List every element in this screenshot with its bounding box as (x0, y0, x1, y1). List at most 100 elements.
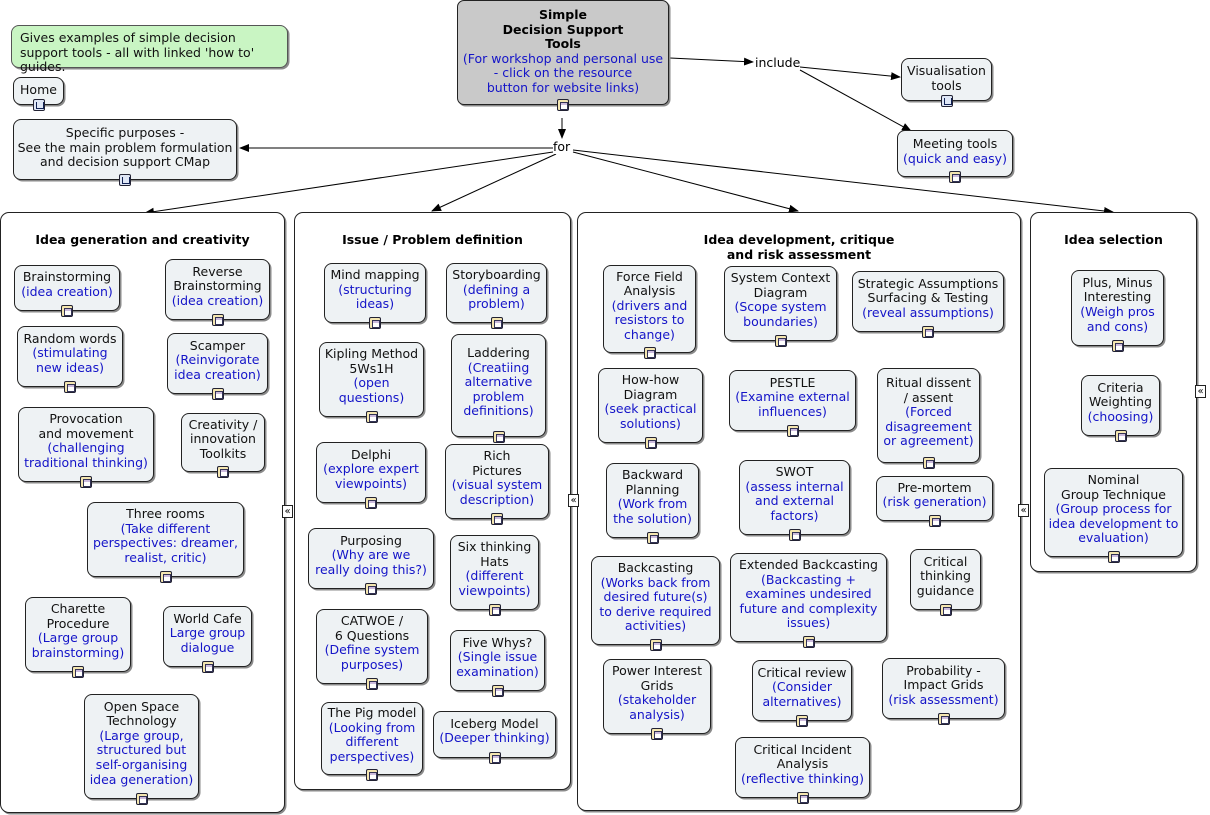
resource-icon[interactable] (488, 752, 501, 764)
resource-icon[interactable] (786, 425, 799, 437)
collapse-toggle-icon[interactable]: « (282, 505, 293, 518)
resource-icon[interactable] (211, 314, 224, 326)
resource-icon[interactable] (796, 792, 809, 804)
resource-icon[interactable] (557, 99, 569, 111)
concept-map-link-icon[interactable] (119, 174, 131, 186)
resource-icon[interactable] (802, 636, 815, 648)
resource-icon[interactable] (211, 388, 224, 400)
tool-description-line: (Scope system (734, 299, 827, 315)
resource-icon[interactable] (1107, 551, 1120, 563)
resource-icon[interactable] (365, 583, 377, 595)
resource-icon[interactable] (949, 171, 961, 183)
resource-icon[interactable] (643, 347, 656, 359)
resource-icon[interactable] (61, 305, 73, 317)
resource-icon[interactable] (217, 466, 229, 478)
tool-node-iceberg[interactable]: Iceberg Model(Deeper thinking) (433, 711, 556, 764)
resource-icon[interactable] (1111, 340, 1124, 352)
resource-icon[interactable] (922, 326, 934, 338)
resource-icon[interactable] (366, 769, 378, 781)
resource-icon[interactable] (365, 497, 377, 509)
resource-icon[interactable] (796, 715, 808, 727)
tool-node-brainstorming[interactable]: Brainstorming(idea creation) (14, 265, 120, 317)
resource-icon[interactable] (369, 317, 381, 329)
resource-icon[interactable] (939, 604, 952, 616)
tool-node-extback[interactable]: Extended Backcasting(Backcasting +examin… (730, 553, 887, 648)
resource-icon[interactable] (201, 661, 214, 673)
resource-icon[interactable] (159, 571, 172, 583)
resource-icon[interactable] (64, 381, 76, 393)
tool-description-line: (assess internal (745, 478, 844, 494)
resource-icon[interactable] (937, 713, 950, 725)
resource-icon[interactable] (366, 678, 378, 690)
resource-icon[interactable] (365, 411, 378, 423)
resource-icon[interactable] (492, 431, 505, 443)
tool-description-line: perspectives: dreamer, (92, 535, 239, 551)
resource-icon[interactable] (80, 476, 92, 488)
collapse-toggle-icon[interactable]: « (568, 494, 579, 507)
resource-icon[interactable] (646, 532, 659, 544)
tool-description-line: (idea creation) (21, 283, 113, 299)
resource-icon[interactable] (490, 317, 503, 329)
home-node[interactable]: Home (13, 77, 64, 111)
meeting-tools-node[interactable]: Meeting tools (quick and easy) (897, 130, 1013, 183)
resource-icon[interactable] (928, 515, 941, 527)
resource-icon[interactable] (922, 457, 935, 469)
resource-icon[interactable] (649, 639, 662, 651)
visualisation-tools-node[interactable]: Visualisation tools (901, 58, 992, 107)
tool-node-probability[interactable]: Probability -Impact Grids(risk assessmen… (882, 658, 1005, 725)
collapse-toggle-icon[interactable]: « (1018, 504, 1029, 517)
resource-icon[interactable] (651, 728, 663, 740)
resource-icon[interactable] (488, 604, 501, 616)
concept-map-link-icon[interactable] (940, 95, 953, 107)
tool-node-premortem[interactable]: Pre-mortem(risk generation) (876, 476, 993, 527)
resource-icon[interactable] (774, 335, 787, 347)
resource-icon[interactable] (491, 685, 504, 697)
resource-icon[interactable] (788, 529, 801, 541)
concept-map-link-icon[interactable] (32, 99, 45, 111)
resource-icon[interactable] (491, 513, 503, 525)
root-node[interactable]: Simple Decision Support Tools (For works… (457, 0, 669, 111)
specific-purposes-node[interactable]: Specific purposes - See the main problem… (13, 119, 237, 186)
resource-icon[interactable] (1114, 430, 1127, 442)
collapse-toggle-icon[interactable]: « (1195, 385, 1206, 398)
resource-icon[interactable] (135, 793, 148, 805)
resource-icon[interactable] (72, 666, 84, 678)
resource-icon[interactable] (644, 437, 657, 449)
